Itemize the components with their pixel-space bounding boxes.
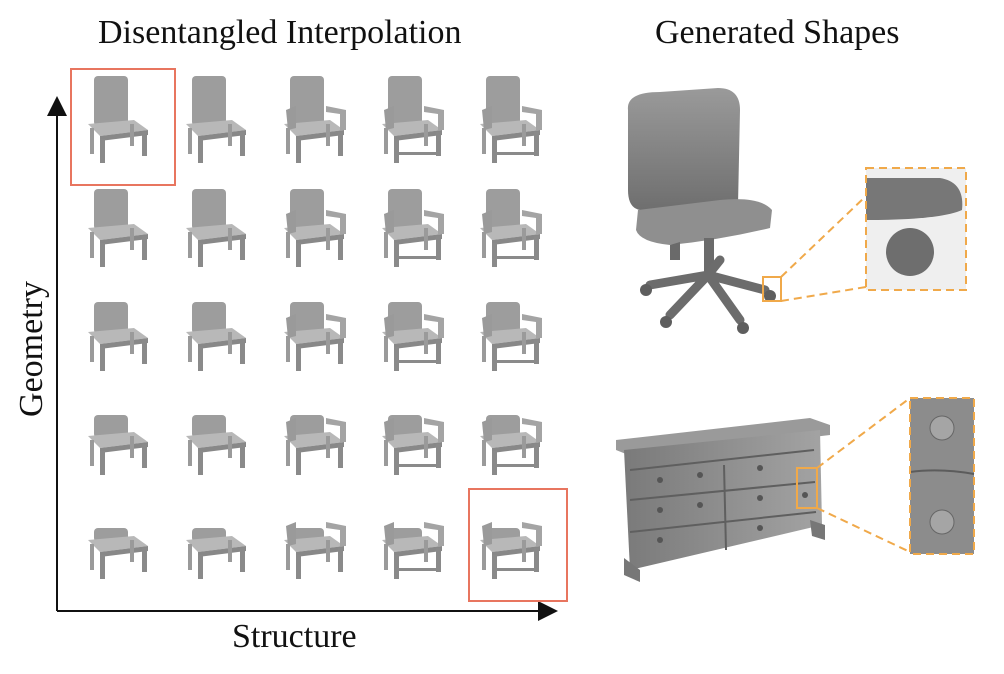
chair-r3c1 [70, 274, 164, 378]
chair-zoom-marker [762, 276, 782, 302]
chair-r5c1 [70, 482, 164, 586]
dresser-zoom-inset [909, 397, 975, 555]
chair-r4c5 [462, 378, 556, 482]
chair-r1c3 [266, 66, 360, 170]
axes [47, 96, 558, 621]
office-chair [627, 88, 776, 334]
chair-r2c4 [364, 170, 458, 274]
chair-r5c5 [462, 482, 556, 586]
highlight-box-start [70, 68, 176, 186]
right-title: Generated Shapes [655, 14, 900, 51]
chair-r4c3 [266, 378, 360, 482]
highlight-box-end [468, 488, 568, 602]
left-title: Disentangled Interpolation [98, 14, 462, 51]
chair-r3c5 [462, 274, 556, 378]
generated-shapes-panel [600, 70, 1004, 669]
chair-r2c2 [168, 170, 262, 274]
chair-r5c4 [364, 482, 458, 586]
chair-r3c3 [266, 274, 360, 378]
chair-r3c4 [364, 274, 458, 378]
chair-r1c2 [168, 66, 262, 170]
chair-r2c5 [462, 170, 556, 274]
chair-r5c2 [168, 482, 262, 586]
dresser [616, 418, 830, 582]
chair-r2c1 [70, 170, 164, 274]
chair-r3c2 [168, 274, 262, 378]
generated-shapes-drawing [616, 88, 975, 582]
chair-r1c5 [462, 66, 556, 170]
chair-r2c3 [266, 170, 360, 274]
chair-r4c1 [70, 378, 164, 482]
chair-r1c1 [70, 66, 164, 170]
chair-r4c2 [168, 378, 262, 482]
chair-r1c4 [364, 66, 458, 170]
chair-zoom-inset [865, 167, 967, 291]
x-axis-label: Structure [232, 618, 357, 655]
chair-r5c3 [266, 482, 360, 586]
dresser-zoom-marker [796, 467, 818, 509]
chair-r4c4 [364, 378, 458, 482]
chair-grid [70, 66, 570, 616]
